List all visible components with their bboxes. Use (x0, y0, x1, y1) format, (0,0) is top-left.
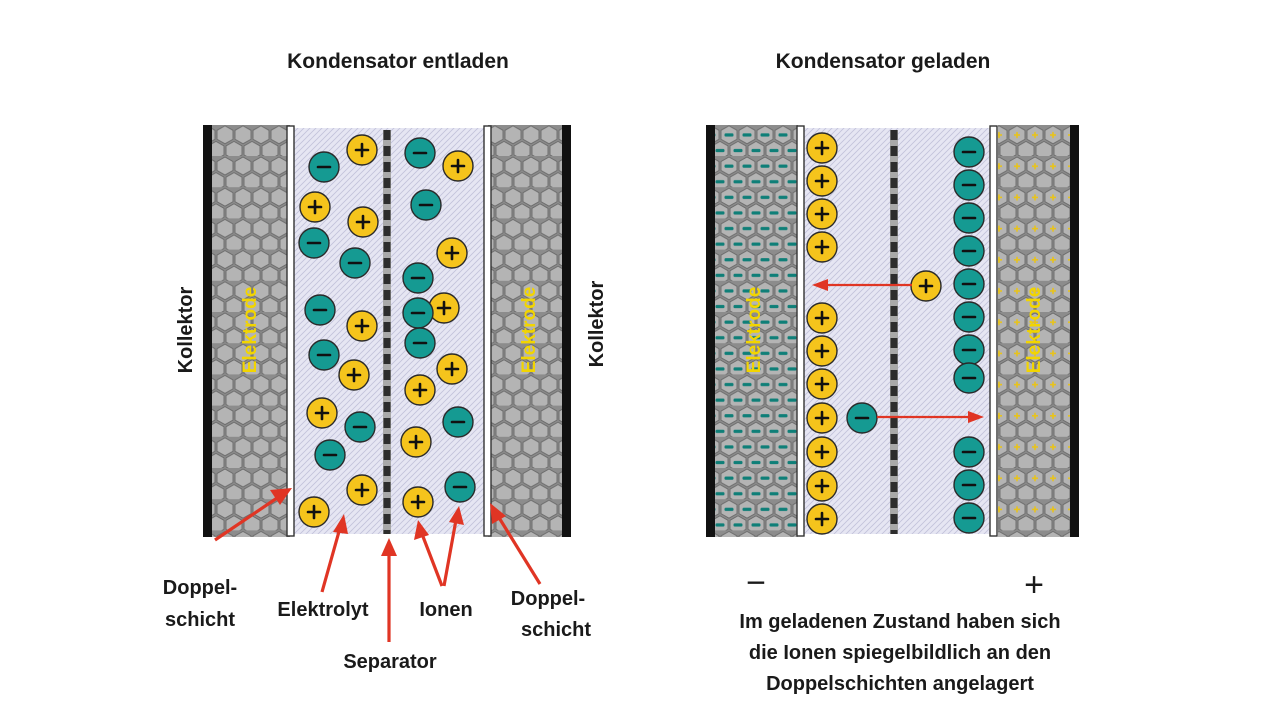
right-double-layer-charged (989, 125, 998, 537)
adsorbed-negative-ion (953, 334, 985, 366)
negative-ion (314, 439, 346, 471)
negative-ion (308, 151, 340, 183)
adsorbed-positive-ion (806, 302, 838, 334)
negative-ion (442, 406, 474, 438)
right-double-layer (483, 125, 492, 537)
left-capacitor (203, 125, 571, 537)
right-panel-title: Kondensator geladen (776, 50, 991, 73)
right-electrode-label: Elektrode (519, 287, 540, 374)
caption-line-1: Im geladenen Zustand haben sich (739, 611, 1060, 633)
annotation-arrows (214, 488, 542, 642)
adsorbed-positive-ion (806, 402, 838, 434)
right-collector-plate (562, 125, 571, 537)
negative-ion (308, 339, 340, 371)
positive-ion (346, 134, 378, 166)
arrow-ionen-1 (420, 533, 444, 587)
positive-ion (404, 374, 436, 406)
left-panel-title: Kondensator entladen (287, 50, 509, 73)
negative-electrode-label: Elektrode (744, 287, 765, 374)
arrow-elektrolyt (320, 527, 342, 593)
right-collector-plate-charged (1070, 125, 1079, 537)
right-ion-group (806, 132, 985, 535)
label-doppelschicht-left-1: Doppel- (163, 577, 237, 599)
positive-ion (338, 359, 370, 391)
negative-electrode (714, 125, 798, 537)
negative-ion (404, 327, 436, 359)
negative-ion (444, 471, 476, 503)
arrow-ionen-2 (442, 519, 458, 587)
adsorbed-positive-ion (806, 198, 838, 230)
negative-ion (404, 137, 436, 169)
left-annotation-labels: Doppel- schicht Elektrolyt Separator Ion… (163, 577, 592, 673)
negative-ion (344, 411, 376, 443)
label-doppelschicht-right-2: schicht (521, 619, 591, 641)
negative-terminal-sign: − (746, 564, 766, 602)
positive-electrode-label: Elektrode (1024, 287, 1045, 374)
negative-ion (339, 247, 371, 279)
adsorbed-positive-ion (806, 436, 838, 468)
left-electrode (210, 125, 290, 537)
adsorbed-negative-ion (953, 362, 985, 394)
positive-ion (299, 191, 331, 223)
right-collector-label: Kollektor (586, 280, 608, 367)
migrating-ion (910, 270, 942, 302)
adsorbed-positive-ion (806, 231, 838, 263)
negative-ion (410, 189, 442, 221)
negative-ion (402, 262, 434, 294)
right-electrode (488, 125, 562, 537)
positive-ion (402, 486, 434, 518)
adsorbed-negative-ion (953, 502, 985, 534)
positive-ion (298, 496, 330, 528)
left-ion-group (298, 134, 476, 528)
right-capacitor (706, 125, 1079, 537)
adsorbed-negative-ion (953, 202, 985, 234)
migration-arrows (812, 279, 984, 423)
positive-ion (346, 310, 378, 342)
positive-ion (436, 353, 468, 385)
negative-ion (298, 227, 330, 259)
adsorbed-negative-ion (953, 136, 985, 168)
caption-line-2: die Ionen spiegelbildlich an den (749, 642, 1051, 664)
adsorbed-negative-ion (953, 301, 985, 333)
adsorbed-negative-ion (953, 169, 985, 201)
adsorbed-negative-ion (953, 235, 985, 267)
adsorbed-positive-ion (806, 132, 838, 164)
positive-ion (347, 206, 379, 238)
positive-ion (436, 237, 468, 269)
positive-ion (400, 426, 432, 458)
adsorbed-negative-ion (953, 469, 985, 501)
negative-ion (402, 297, 434, 329)
adsorbed-negative-ion (953, 436, 985, 468)
adsorbed-negative-ion (953, 268, 985, 300)
label-elektrolyt: Elektrolyt (277, 599, 368, 621)
positive-terminal-sign: + (1024, 566, 1044, 604)
positive-ion (442, 150, 474, 182)
label-doppelschicht-left-2: schicht (165, 609, 235, 631)
caption-line-3: Doppelschichten angelagert (766, 673, 1034, 695)
left-electrode-label: Elektrode (240, 287, 261, 374)
adsorbed-positive-ion (806, 368, 838, 400)
arrow-doppelschicht-right (496, 515, 542, 585)
left-collector-label: Kollektor (175, 286, 197, 373)
label-separator: Separator (343, 651, 437, 673)
migrating-ion (846, 402, 878, 434)
positive-electrode (998, 125, 1070, 537)
label-ionen: Ionen (419, 599, 472, 621)
left-double-layer-charged (796, 125, 805, 537)
left-double-layer (286, 125, 295, 537)
positive-ion (306, 397, 338, 429)
left-collector-plate (203, 125, 212, 537)
adsorbed-positive-ion (806, 165, 838, 197)
arrow-doppelschicht-left (214, 494, 281, 542)
adsorbed-positive-ion (806, 335, 838, 367)
positive-ion (428, 292, 460, 324)
positive-ion (346, 474, 378, 506)
label-doppelschicht-right-1: Doppel- (511, 588, 585, 610)
negative-ion (304, 294, 336, 326)
adsorbed-positive-ion (806, 503, 838, 535)
adsorbed-positive-ion (806, 470, 838, 502)
left-collector-plate-charged (706, 125, 715, 537)
